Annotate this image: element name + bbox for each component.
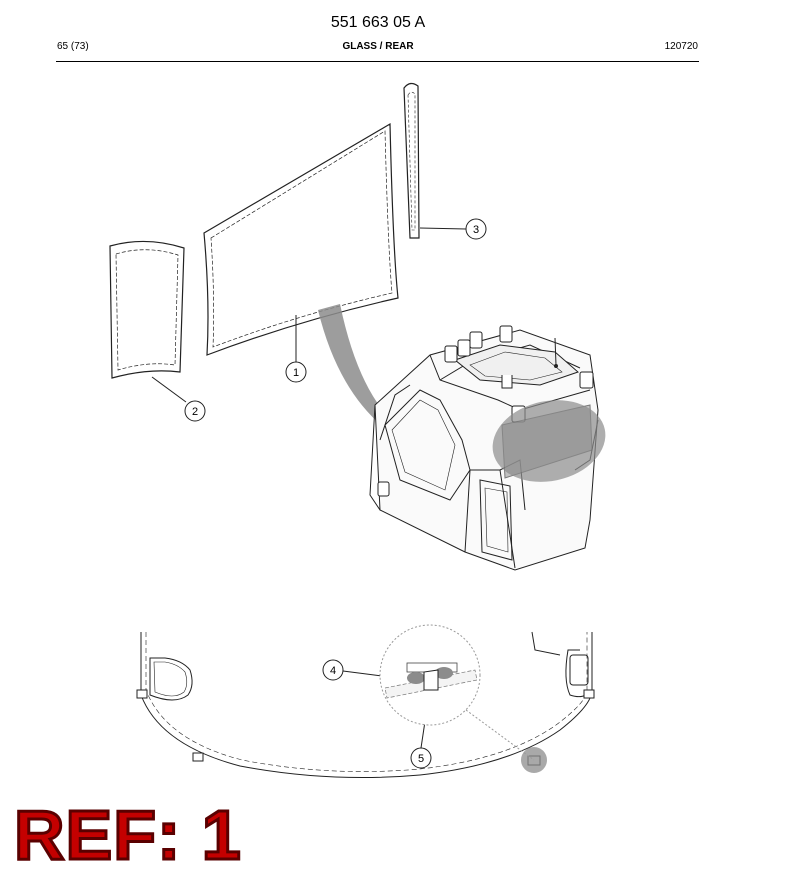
top-view-profile <box>136 631 595 779</box>
callout-5 <box>410 747 432 769</box>
callout-5-label: 5 <box>418 753 424 765</box>
section-title: GLASS / REAR <box>342 41 414 52</box>
date-code: 120720 <box>664 41 698 52</box>
callout-3-label: 3 <box>473 224 479 236</box>
callout-2-label: 2 <box>192 406 198 418</box>
callout-1 <box>285 361 307 383</box>
leader-2 <box>151 376 187 403</box>
glass-strip <box>403 82 420 239</box>
leader-3 <box>419 227 467 230</box>
callout-2 <box>184 400 206 422</box>
callout-3 <box>465 218 487 240</box>
page-indicator: 65 (73) <box>57 41 89 52</box>
callout-4 <box>322 659 344 681</box>
callout-4-label: 4 <box>330 665 336 677</box>
header-rule <box>56 61 699 62</box>
installation-arrow <box>318 304 405 438</box>
callout-1-label: 1 <box>293 367 299 379</box>
document-number: 551 663 05 A <box>330 14 426 31</box>
ref-label: REF: 1 <box>13 796 243 874</box>
highlight-ellipse <box>492 400 606 482</box>
side-glass-panel <box>109 240 185 379</box>
rear-glass-panel <box>203 122 399 356</box>
detail-magnifier <box>379 624 535 761</box>
